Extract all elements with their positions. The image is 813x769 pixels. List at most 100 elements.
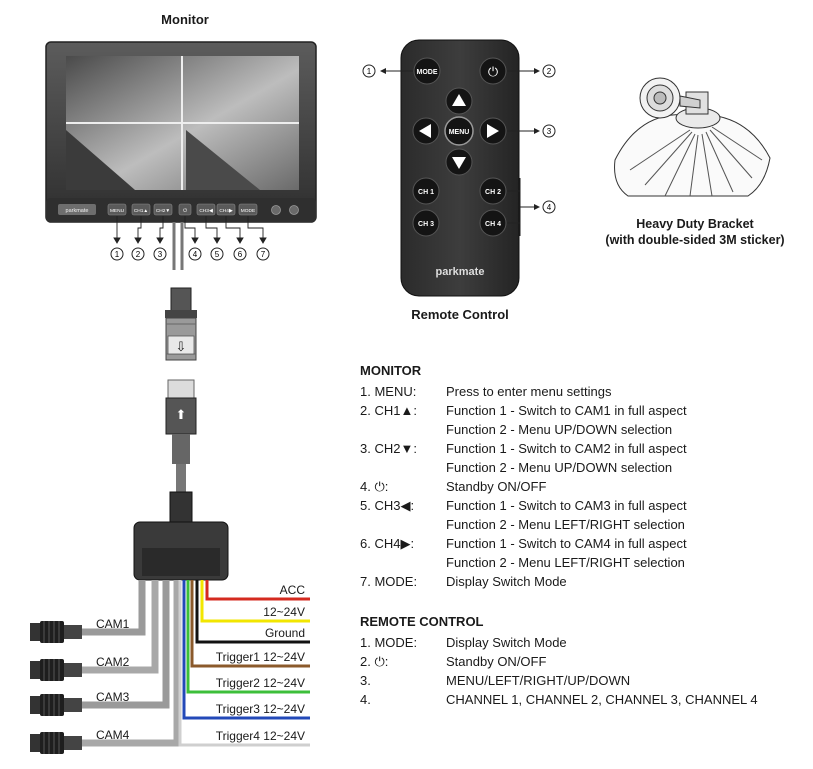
monitor-callout-6: 6 bbox=[233, 247, 247, 261]
row-value: Press to enter menu settings bbox=[446, 384, 612, 399]
monitor-row: 3. CH2▼: Function 1 - Switch to CAM2 in f… bbox=[360, 439, 687, 458]
remote-ch1-button: CH 1 bbox=[418, 189, 434, 196]
row-key: 4. ⏻: bbox=[360, 479, 389, 494]
row-value: Function 1 - Switch to CAM2 in full aspe… bbox=[446, 441, 687, 456]
cam4-plug-icon bbox=[30, 732, 82, 754]
monitor-leader-7 bbox=[247, 216, 264, 240]
remote-callout-3: 3 bbox=[547, 127, 552, 136]
monitor-button-3: CH2▼ bbox=[153, 203, 173, 216]
monitor-brand: parkmate bbox=[66, 208, 89, 214]
remote-callout-2: 2 bbox=[547, 67, 552, 76]
monitor-row: Function 2 - Menu UP/DOWN selection bbox=[360, 420, 687, 439]
wire-label-trigger4: Trigger4 12~24V bbox=[215, 729, 305, 743]
cam3-label: CAM3 bbox=[96, 690, 130, 704]
row-value: Function 2 - Menu UP/DOWN selection bbox=[446, 422, 673, 437]
monitor-callout-1: 1 bbox=[110, 247, 124, 261]
bracket-caption-line1: Heavy Duty Bracket bbox=[636, 217, 754, 231]
remote-menu-button: MENU bbox=[449, 129, 470, 136]
remote-title: Remote Control bbox=[411, 307, 509, 322]
cam4-label: CAM4 bbox=[96, 728, 130, 742]
monitor-row: Function 2 - Menu LEFT/RIGHT selection bbox=[360, 553, 687, 572]
row-key: 1. MODE: bbox=[360, 635, 418, 650]
row-value: Standby ON/OFF bbox=[446, 654, 547, 669]
wire-3 bbox=[195, 580, 310, 644]
monitor-button-6: CH4▶ bbox=[216, 203, 236, 216]
down-arrow-icon: ⇩ bbox=[176, 339, 187, 354]
monitor-button-label-2: CH1▲ bbox=[134, 208, 148, 214]
row-key bbox=[360, 458, 446, 477]
monitor-button-label-4: ⏻ bbox=[183, 208, 187, 214]
monitor-leader-4 bbox=[184, 216, 196, 240]
row-key: 2. ⏻: bbox=[360, 654, 389, 669]
cam2-plug-icon bbox=[30, 659, 82, 681]
cam2-label: CAM2 bbox=[96, 655, 130, 669]
remote-mode-button: MODE bbox=[417, 69, 438, 76]
remote-illustration: MODE ⏻ MENU CH 1 CH 2 CH 3 CH 4 parkmate… bbox=[362, 39, 556, 297]
wire-6 bbox=[182, 580, 310, 720]
wire-label-12-24v: 12~24V bbox=[263, 605, 305, 619]
monitor-section-heading: MONITOR bbox=[360, 363, 422, 378]
monitor-button-label-6: CH4▶ bbox=[219, 208, 233, 214]
remote-ch3-button: CH 3 bbox=[418, 221, 434, 228]
row-key bbox=[360, 420, 446, 439]
row-value: Function 1 - Switch to CAM3 in full aspe… bbox=[446, 498, 687, 513]
monitor-leader-2 bbox=[137, 216, 142, 240]
row-key: 7. MODE: bbox=[360, 574, 418, 589]
row-key: 3. CH2▼: bbox=[360, 441, 417, 456]
cam1-plug-icon bbox=[30, 621, 82, 643]
monitor-row: 5. CH3◀: Function 1 - Switch to CAM3 in f… bbox=[360, 496, 687, 515]
wire-label-acc: ACC bbox=[279, 583, 305, 597]
row-value: Standby ON/OFF bbox=[446, 479, 547, 494]
cam1-label: CAM1 bbox=[96, 617, 130, 631]
remote-section-heading: REMOTE CONTROL bbox=[360, 614, 484, 629]
monitor-leader-arrow-2 bbox=[134, 237, 142, 244]
monitor-leader-3 bbox=[159, 216, 164, 240]
row-value: CHANNEL 1, CHANNEL 2, CHANNEL 3, CHANNEL… bbox=[446, 692, 758, 707]
monitor-callout-2: 2 bbox=[131, 247, 145, 261]
svg-text:4: 4 bbox=[193, 250, 198, 259]
remote-section: REMOTE CONTROL 1. MODE: Display Switch Mo… bbox=[360, 614, 758, 709]
monitor-callout-5: 5 bbox=[210, 247, 224, 261]
remote-row: 1. MODE: Display Switch Mode bbox=[360, 633, 758, 652]
remote-ch4-button: CH 4 bbox=[485, 221, 501, 228]
monitor-leader-arrow-4 bbox=[191, 237, 199, 244]
wire-7 bbox=[178, 580, 310, 747]
monitor-row: 1. MENU:Press to enter menu settings bbox=[360, 382, 687, 401]
bracket-caption: Heavy Duty Bracket (with double-sided 3M… bbox=[580, 216, 810, 248]
row-key: 6. CH4▶: bbox=[360, 536, 415, 551]
monitor-button-label-5: CH3◀ bbox=[199, 208, 213, 214]
monitor-row: 2. CH1▲:Function 1 - Switch to CAM1 in f… bbox=[360, 401, 687, 420]
wire-1 bbox=[205, 580, 310, 601]
monitor-row: 4. ⏻: Standby ON/OFF bbox=[360, 477, 687, 496]
remote-section-rows: 1. MODE: Display Switch Mode 2. ⏻: Standby … bbox=[360, 633, 758, 709]
monitor-button-2: CH1▲ bbox=[131, 203, 151, 216]
row-key: 5. CH3◀: bbox=[360, 498, 415, 513]
remote-brand: parkmate bbox=[436, 266, 485, 278]
monitor-callout-7: 7 bbox=[256, 247, 270, 261]
svg-text:2: 2 bbox=[136, 250, 141, 259]
row-value: Display Switch Mode bbox=[446, 635, 567, 650]
monitor-section: MONITOR 1. MENU:Press to enter menu sett… bbox=[360, 363, 687, 591]
monitor-row: 6. CH4▶:Function 1 - Switch to CAM4 in f… bbox=[360, 534, 687, 553]
monitor-leader-arrow-1 bbox=[113, 237, 121, 244]
row-key: 4. bbox=[360, 692, 371, 707]
monitor-illustration: parkmate MENU CH1▲ CH2▼ ⏻ CH3◀ CH4▶ MODE 1 2 3 4 5… bbox=[45, 41, 317, 270]
monitor-callout-3: 3 bbox=[153, 247, 167, 261]
remote-row: 4. CHANNEL 1, CHANNEL 2, CHANNEL 3, CHANN… bbox=[360, 690, 758, 709]
monitor-button-label-7: MODE bbox=[241, 208, 255, 214]
bracket-illustration bbox=[614, 77, 771, 197]
monitor-row: 7. MODE: Display Switch Mode bbox=[360, 572, 687, 591]
row-value: Function 2 - Menu LEFT/RIGHT selection bbox=[446, 517, 685, 532]
row-value: Display Switch Mode bbox=[446, 574, 567, 589]
monitor-leader-6 bbox=[225, 216, 241, 240]
monitor-button-label-1: MENU bbox=[110, 208, 125, 214]
svg-text:3: 3 bbox=[158, 250, 163, 259]
wire-harness: ⇩ ⬆ bbox=[30, 287, 310, 754]
monitor-row: Function 2 - Menu UP/DOWN selection bbox=[360, 458, 687, 477]
monitor-button-label-3: CH2▼ bbox=[156, 208, 170, 214]
remote-ch2-button: CH 2 bbox=[485, 189, 501, 196]
monitor-button-1: MENU bbox=[107, 203, 127, 216]
monitor-button-7: MODE bbox=[238, 203, 258, 216]
monitor-leader-arrow-6 bbox=[236, 237, 244, 244]
